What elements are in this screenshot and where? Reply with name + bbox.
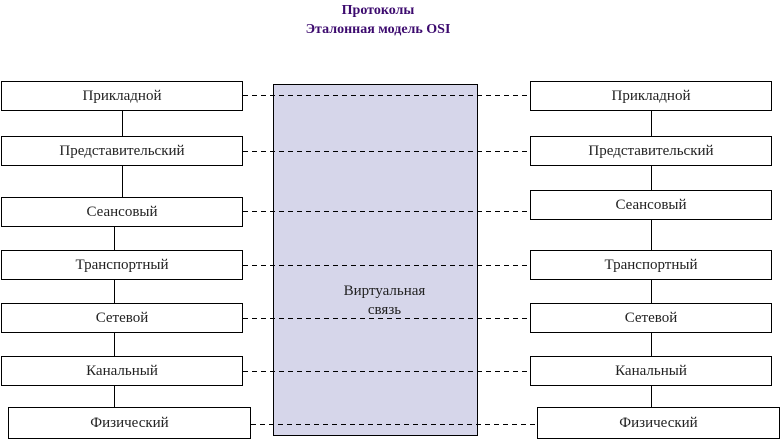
left-layer-presentation: Представительский: [1, 136, 243, 166]
virtual-link-label: Виртуальная связь: [273, 282, 496, 320]
layer-label: Прикладной: [82, 87, 162, 104]
layer-label: Транспортный: [604, 256, 698, 273]
right-layer-transport: Транспортный: [530, 250, 772, 280]
layer-label: Канальный: [86, 362, 158, 379]
diagram-header: Протоколы Эталонная модель OSI: [0, 1, 756, 39]
right-layer-network: Сетевой: [530, 303, 772, 333]
layer-label: Прикладной: [611, 87, 691, 104]
layer-label: Физический: [90, 414, 169, 431]
left-layer-physical: Физический: [8, 407, 251, 439]
layer-label: Транспортный: [75, 256, 169, 273]
layer-label: Сеансовый: [615, 196, 687, 213]
right-layer-presentation: Представительский: [530, 136, 772, 166]
diagram-subtitle: Эталонная модель OSI: [305, 22, 451, 37]
diagram-title: Протоколы: [341, 3, 415, 18]
right-layer-datalink: Канальный: [530, 356, 772, 386]
left-layer-network: Сетевой: [1, 303, 243, 333]
virtual-link-label-line2: связь: [367, 302, 402, 318]
right-layer-application: Прикладной: [530, 81, 772, 111]
right-layer-physical: Физический: [537, 407, 780, 439]
virtual-link-label-line1: Виртуальная: [343, 283, 426, 299]
left-layer-transport: Транспортный: [1, 250, 243, 280]
left-layer-session: Сеансовый: [1, 197, 243, 227]
layer-label: Представительский: [588, 142, 714, 159]
layer-label: Физический: [619, 414, 698, 431]
left-layer-application: Прикладной: [1, 81, 243, 111]
right-layer-session: Сеансовый: [530, 190, 772, 220]
layer-label: Сеансовый: [86, 203, 158, 220]
layer-label: Сетевой: [95, 309, 149, 326]
layer-label: Представительский: [59, 142, 185, 159]
layer-label: Канальный: [615, 362, 687, 379]
left-layer-datalink: Канальный: [1, 356, 243, 386]
layer-label: Сетевой: [624, 309, 678, 326]
virtual-link-box: [273, 84, 478, 436]
